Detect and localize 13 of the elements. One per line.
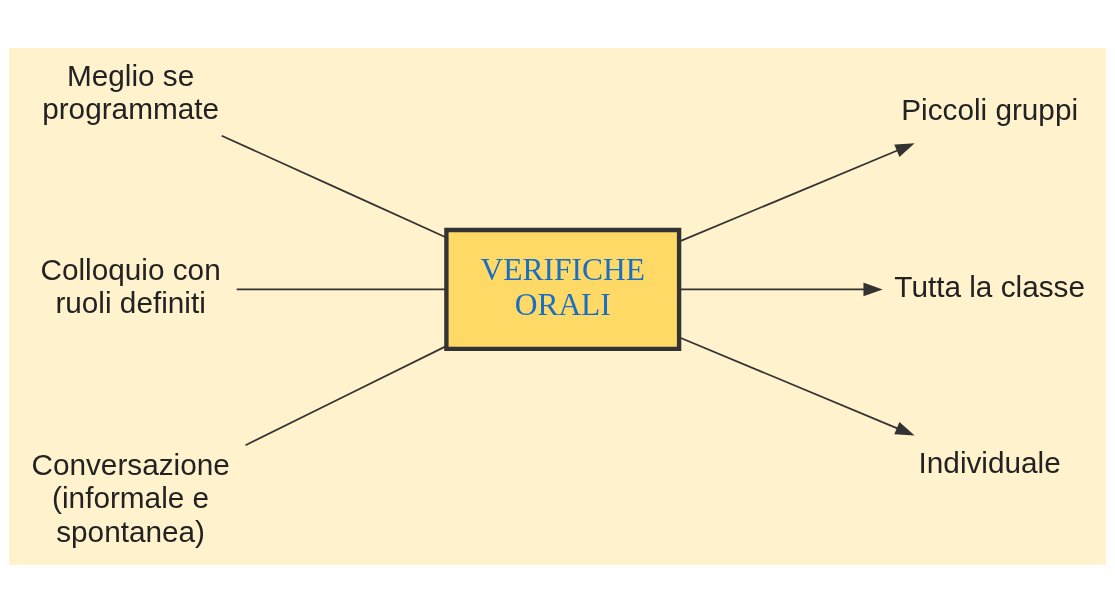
node-text: Meglio se programmate	[42, 58, 220, 126]
node-text: Conversazione (informale e spontanea)	[31, 448, 230, 548]
connector	[235, 288, 447, 291]
node-text: Colloquio con ruoli definiti	[40, 252, 221, 320]
node-text: Piccoli gruppi	[901, 92, 1079, 126]
arrow	[678, 282, 883, 297]
arrow	[678, 336, 915, 436]
node-text: Tutta la classe	[894, 269, 1085, 303]
connector	[220, 134, 447, 239]
connector	[244, 345, 447, 447]
arrow	[678, 143, 915, 243]
node-text: Individuale	[918, 446, 1061, 480]
node-box: VERIFICHE ORALI	[444, 227, 682, 352]
